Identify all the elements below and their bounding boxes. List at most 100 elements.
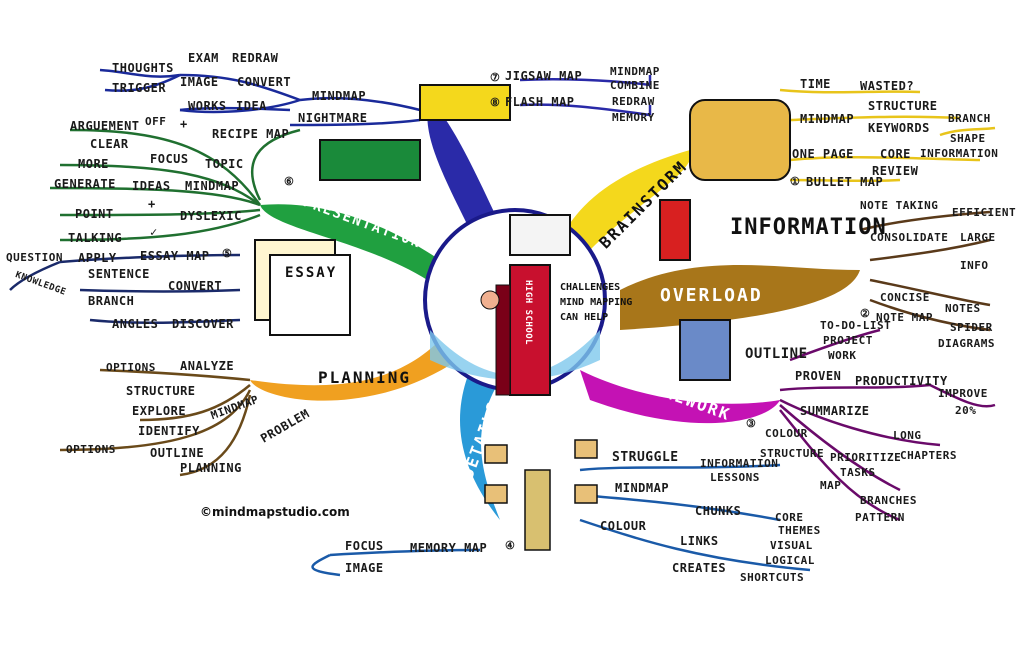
credit-footer: ©mindmapstudio.com <box>200 505 350 519</box>
details-mindmap: MINDMAP <box>615 481 670 495</box>
details-visual: VISUAL <box>770 539 813 552</box>
brainstorm-table <box>689 99 791 181</box>
overload-num-2: ② <box>860 307 871 320</box>
homework-num-3: ③ <box>746 417 757 430</box>
exam-memory: MEMORY <box>612 111 655 124</box>
homework-20-percent: 20% <box>955 404 977 417</box>
brainstorm-time: TIME <box>800 77 831 91</box>
exam-flash-map: FLASH MAP <box>505 95 575 109</box>
presentation-talking: TALKING <box>68 231 123 245</box>
overload-efficient: EFFICIENT <box>952 206 1017 219</box>
details-focus: FOCUS <box>345 539 384 553</box>
presentation-recipe-map: RECIPE MAP <box>212 127 290 141</box>
nightmare-mindmap: MINDMAP <box>312 89 367 103</box>
lines-overload <box>859 210 991 332</box>
homework-improve: IMPROVE <box>938 387 988 400</box>
details-colour: COLOUR <box>600 519 647 533</box>
exam-redraw: REDRAW <box>612 95 655 108</box>
presentation-clear: CLEAR <box>90 137 129 151</box>
homework-books <box>679 319 731 381</box>
details-themes: THEMES <box>778 524 821 537</box>
presentation-arguement: ARGUEMENT <box>70 119 140 133</box>
information-title: INFORMATION <box>730 215 887 240</box>
details-links: LINKS <box>680 534 719 548</box>
homework-map: MAP <box>820 479 842 492</box>
details-lessons: LESSONS <box>710 471 760 484</box>
exam-desk <box>419 84 511 121</box>
center-label: CHALLENGES MIND MAPPING CAN HELP <box>560 280 632 325</box>
lines-homework <box>779 328 996 522</box>
essay-paper-2 <box>269 254 351 336</box>
branch-exam <box>427 100 500 230</box>
branch-presentation <box>260 204 440 285</box>
overload-consolidate: CONSOLIDATE <box>870 231 949 244</box>
details-student <box>524 469 551 551</box>
overload-title: OVERLOAD <box>660 285 763 306</box>
homework-to-do-list: TO-DO-LIST <box>820 319 892 332</box>
details-box-1 <box>484 444 508 464</box>
overload-info: INFO <box>960 259 989 272</box>
details-memory-map: MEMORY MAP <box>410 541 488 555</box>
details-num-4: ④ <box>505 539 516 552</box>
locker-label: HIGH SCHOOL <box>523 280 533 346</box>
homework-prioritize: PRIORITIZE <box>830 451 902 464</box>
overload-concise: CONCISE <box>880 291 930 304</box>
essay-apply: APPLY <box>78 251 117 265</box>
details-box-3 <box>484 484 508 504</box>
homework-project: PROJECT <box>823 334 873 347</box>
planning-explore: EXPLORE <box>132 404 187 418</box>
lines-exam <box>519 75 652 117</box>
branch-homework <box>580 370 780 424</box>
nightmare-convert: CONVERT <box>237 75 292 89</box>
homework-summarize: SUMMARIZE <box>800 404 870 418</box>
overload-large: LARGE <box>960 231 996 244</box>
essay-discover: DISCOVER <box>172 317 234 331</box>
brainstorm-shape: SHAPE <box>950 132 986 145</box>
nightmare-idea: IDEA <box>236 99 267 113</box>
homework-pattern: PATTERN <box>855 511 905 524</box>
locker-side <box>495 284 511 396</box>
megaphone-girl <box>659 199 691 261</box>
lines-brainstorm <box>779 88 996 183</box>
homework-colour: COLOUR <box>765 427 808 440</box>
brainstorm-structure: STRUCTURE <box>868 99 938 113</box>
nightmare-nightmare: NIGHTMARE <box>298 111 368 125</box>
presentation-dyslexic: DYSLEXIC <box>180 209 242 223</box>
brainstorm-bullet-map: BULLET MAP <box>806 175 884 189</box>
essay-convert: CONVERT <box>168 279 223 293</box>
presentation-generate: GENERATE <box>54 177 116 191</box>
planning-outline: OUTLINE <box>150 446 205 460</box>
essay-num-5: ⑤ <box>222 247 233 260</box>
homework-chapters: CHAPTERS <box>900 449 957 462</box>
details-shortcuts: SHORTCUTS <box>740 571 805 584</box>
details-information: INFORMATION <box>700 457 779 470</box>
exam-mindmap: MINDMAP <box>610 65 660 78</box>
presentation-num-6: ⑥ <box>284 175 295 188</box>
lines-mindmap-nightmare <box>99 68 421 127</box>
details-box-4 <box>574 484 598 504</box>
planning-title: PLANNING <box>318 368 412 387</box>
exam-num-7: ⑦ <box>490 71 501 84</box>
exam-num-8: ⑧ <box>490 96 501 109</box>
details-image: IMAGE <box>345 561 384 575</box>
brainstorm-wasted: WASTED? <box>860 79 915 93</box>
nightmare-trigger: TRIGGER <box>112 81 167 95</box>
nightmare-exam: EXAM <box>188 51 219 65</box>
lines-essay <box>9 253 241 324</box>
details-struggle: STRUGGLE <box>612 450 679 465</box>
brainstorm-review: REVIEW <box>872 164 919 178</box>
details-box-2 <box>574 439 598 459</box>
brainstorm-one-page: ONE PAGE <box>792 147 854 161</box>
exam-combine: COMBINE <box>610 79 660 92</box>
presentation-focus: FOCUS <box>150 152 189 166</box>
homework-tasks: TASKS <box>840 466 876 479</box>
details-logical: LOGICAL <box>765 554 815 567</box>
planning-analyze: ANALYZE <box>180 359 235 373</box>
nightmare-works: WORKS <box>188 99 227 113</box>
homework-long: LONG <box>893 429 922 442</box>
center-line-2: MIND MAPPING <box>560 297 633 308</box>
exam-jigsaw-map: JIGSAW MAP <box>505 69 583 83</box>
student-head-center <box>480 290 500 310</box>
